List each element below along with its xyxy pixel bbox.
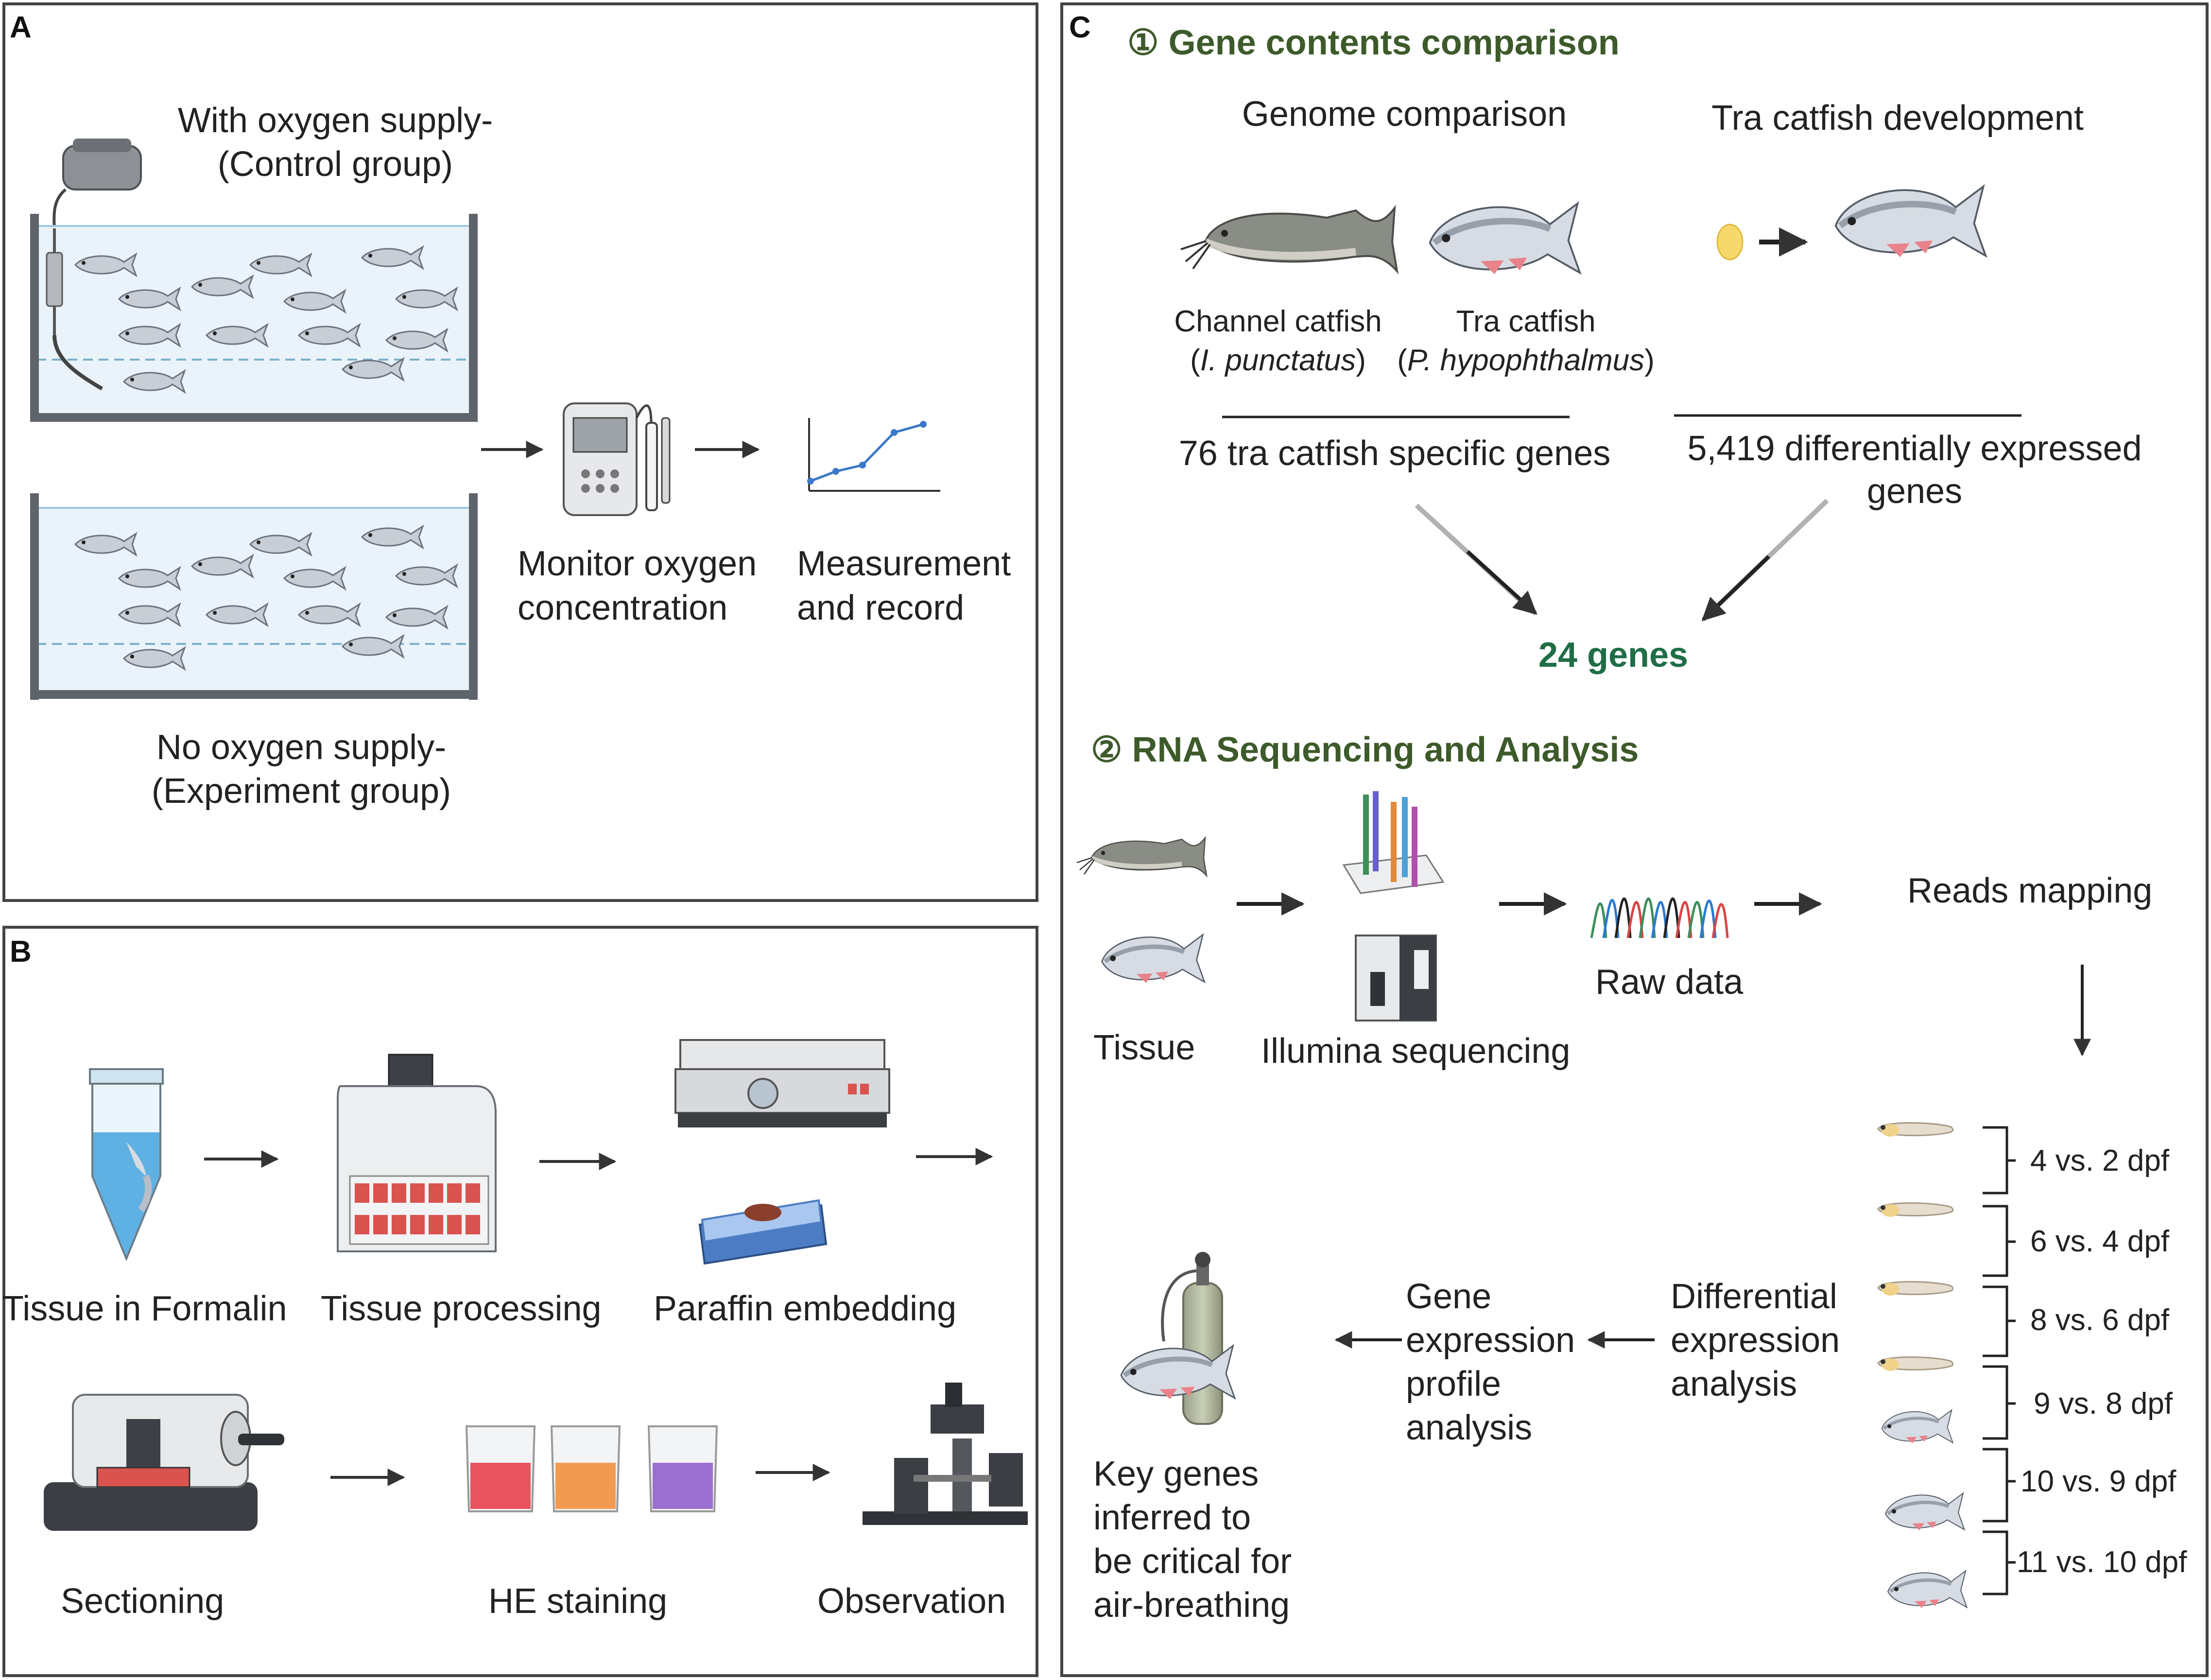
de-genes-line2: genes [1866,472,1963,511]
tissue-processor-icon [337,1054,497,1252]
tra-catfish-icon [1430,204,1580,274]
sequencer-machine-icon [1355,935,1437,1022]
panel-b-frame [2,926,1038,1677]
adult-tra-catfish-icon [1836,187,1986,257]
panel-c-frame [1060,2,2209,1677]
experiment-label-line2: (Experiment group) [151,772,451,811]
step-tissue-processing: Tissue processing [321,1289,602,1328]
comparison-5: 10 vs. 9 dpf [2021,1465,2176,1498]
key-genes-line3: be critical for [1093,1542,1292,1581]
section1-marker: ① [1127,23,1159,62]
experiment-label-line1: No oxygen supply- [156,728,447,767]
oxygen-stone-icon [46,228,104,391]
panel-a-frame [2,2,1038,902]
experiment-tank [30,493,478,700]
profile-line1: Gene [1406,1277,1492,1316]
tissue-tra-icon [1102,935,1205,983]
channel-catfish-label: Channel catfish [1174,305,1382,338]
raw-data-label: Raw data [1595,963,1744,1002]
measurement-chart-icon [807,418,940,492]
oxygen-meter-icon [563,402,671,516]
sequencing-chip-icon [1342,791,1445,894]
section1-heading: ① Gene contents comparison [1127,22,1620,64]
embedding-station-icon [674,1039,890,1127]
microtome-icon [44,1394,284,1531]
air-pump-icon [52,139,142,229]
genome-comparison-label: Genome comparison [1242,95,1567,134]
formalin-tube-icon [89,1068,164,1262]
section2-marker: ② [1091,730,1123,769]
staining-jars-icon [465,1425,718,1512]
step-tissue-formalin: Tissue in Formalin [2,1289,287,1328]
key-genes-line4: air-breathing [1093,1586,1290,1625]
development-label: Tra catfish development [1711,99,2084,138]
differential-line3: analysis [1671,1365,1797,1403]
step-paraffin-embedding: Paraffin embedding [654,1289,957,1328]
stage-images [1877,1122,1967,1609]
oxygen-cylinder-icon [1161,1252,1223,1425]
measure-label-line1: Measurement [797,544,1011,583]
tra-species-label: (P. hypophthalmus) [1397,344,1655,377]
profile-line4: analysis [1406,1408,1533,1447]
comparison-1: 4 vs. 2 dpf [2030,1144,2170,1178]
section1-title: Gene contents comparison [1168,23,1620,62]
measure-label-line2: and record [797,589,965,627]
comparison-4: 9 vs. 8 dpf [2034,1387,2173,1420]
channel-catfish-icon [1181,208,1397,271]
differential-line2: expression [1671,1321,1840,1360]
tissue-catfish-icon [1077,838,1207,876]
reads-mapping-label: Reads mapping [1907,871,2153,910]
channel-species-name: I. punctatus [1200,344,1356,377]
comparison-3: 8 vs. 6 dpf [2030,1303,2170,1337]
paraffin-block-icon [698,1199,828,1265]
illumina-label: Illumina sequencing [1261,1032,1571,1071]
tissue-label: Tissue [1093,1028,1195,1067]
step-sectioning: Sectioning [61,1582,225,1621]
de-genes-line1: 5,419 differentially expressed [1687,429,2142,468]
section2-title: RNA Sequencing and Analysis [1132,730,1639,769]
arrow-to-24-genes-right [1701,499,1829,622]
panel-label-b: B [10,935,32,969]
comparison-6: 11 vs. 10 dpf [2017,1545,2187,1579]
step-he-staining: HE staining [488,1582,668,1621]
panel-label-a: A [10,11,32,44]
section2-heading: ② RNA Sequencing and Analysis [1091,729,1639,771]
key-genes-line1: Key genes [1093,1455,1259,1493]
microscope-icon [863,1383,1028,1525]
control-tank [30,214,478,422]
comparison-2: 6 vs. 4 dpf [2030,1225,2170,1258]
chromatogram-icon [1590,897,1729,938]
step-observation: Observation [817,1582,1006,1621]
tra-species-name: P. hypophthalmus [1407,344,1645,377]
monitor-label-line2: concentration [518,589,728,627]
profile-line2: expression [1406,1321,1575,1360]
control-label-line1: With oxygen supply- [177,101,493,140]
key-genes-line2: inferred to [1093,1498,1251,1537]
control-label-line2: (Control group) [217,145,453,184]
arrow-to-24-genes-left [1415,503,1537,615]
tra-catfish-label: Tra catfish [1456,305,1596,338]
monitor-label-line1: Monitor oxygen [518,544,757,583]
egg-icon [1716,224,1744,260]
differential-line1: Differential [1671,1277,1837,1316]
specific-genes-label: 76 tra catfish specific genes [1178,434,1611,473]
comparison-brackets [1983,1126,2016,1595]
panel-label-c: C [1069,11,1091,44]
channel-species-label: (I. punctatus) [1190,344,1366,377]
profile-line3: profile [1406,1365,1502,1403]
result-24-genes: 24 genes [1538,636,1689,675]
